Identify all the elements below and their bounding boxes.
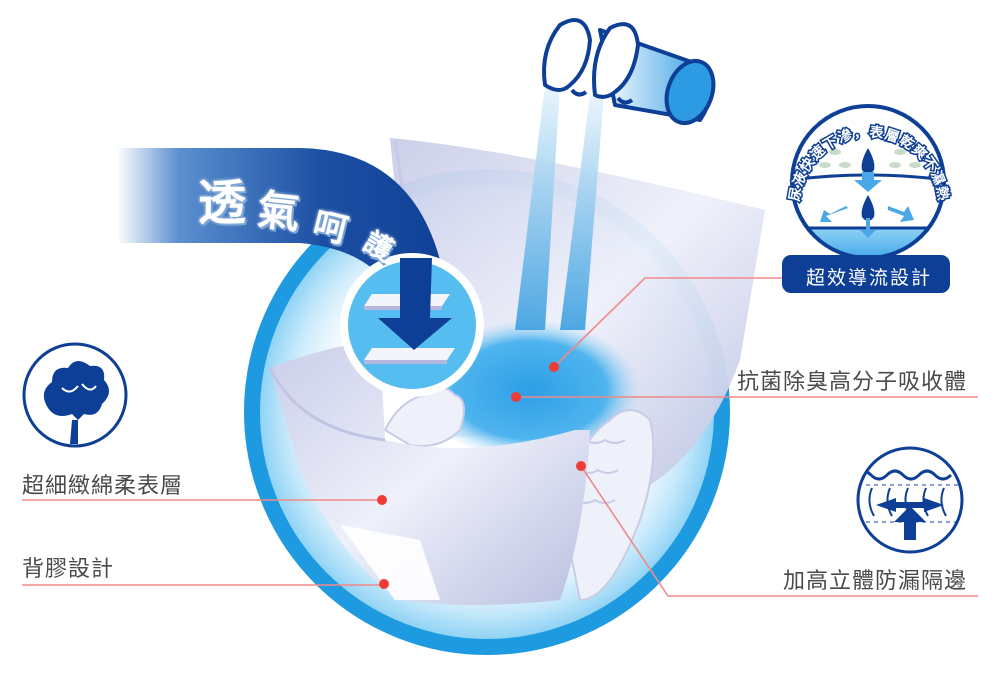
badge-label: 超效導流設計 bbox=[806, 267, 933, 289]
absorption-badge-icon: 尿液快速下滲，表層乾爽不濕熱 bbox=[782, 104, 953, 293]
leak-guard-cuff-icon bbox=[856, 446, 964, 554]
banner-title-char-2: 氣 bbox=[255, 184, 303, 239]
liquid-stream-icon bbox=[515, 85, 604, 330]
callout-label-soft-topsheet: 超細緻綿柔表層 bbox=[22, 474, 184, 499]
breathable-banner bbox=[117, 148, 460, 300]
callout-label-leak-guard: 加高立體防漏隔邊 bbox=[783, 569, 968, 594]
banner-title-char-1: 透 bbox=[198, 175, 247, 231]
callout-label-absorbent-core: 抗菌除臭高分子吸收體 bbox=[737, 370, 968, 395]
cotton-icon bbox=[22, 342, 128, 448]
pouring-cup-icon bbox=[542, 18, 716, 125]
callout-dots bbox=[377, 362, 586, 589]
callout-label-back-tape: 背膠設計 bbox=[22, 557, 115, 582]
layer-diagram-icon bbox=[340, 253, 484, 397]
callout-lines bbox=[22, 277, 978, 597]
